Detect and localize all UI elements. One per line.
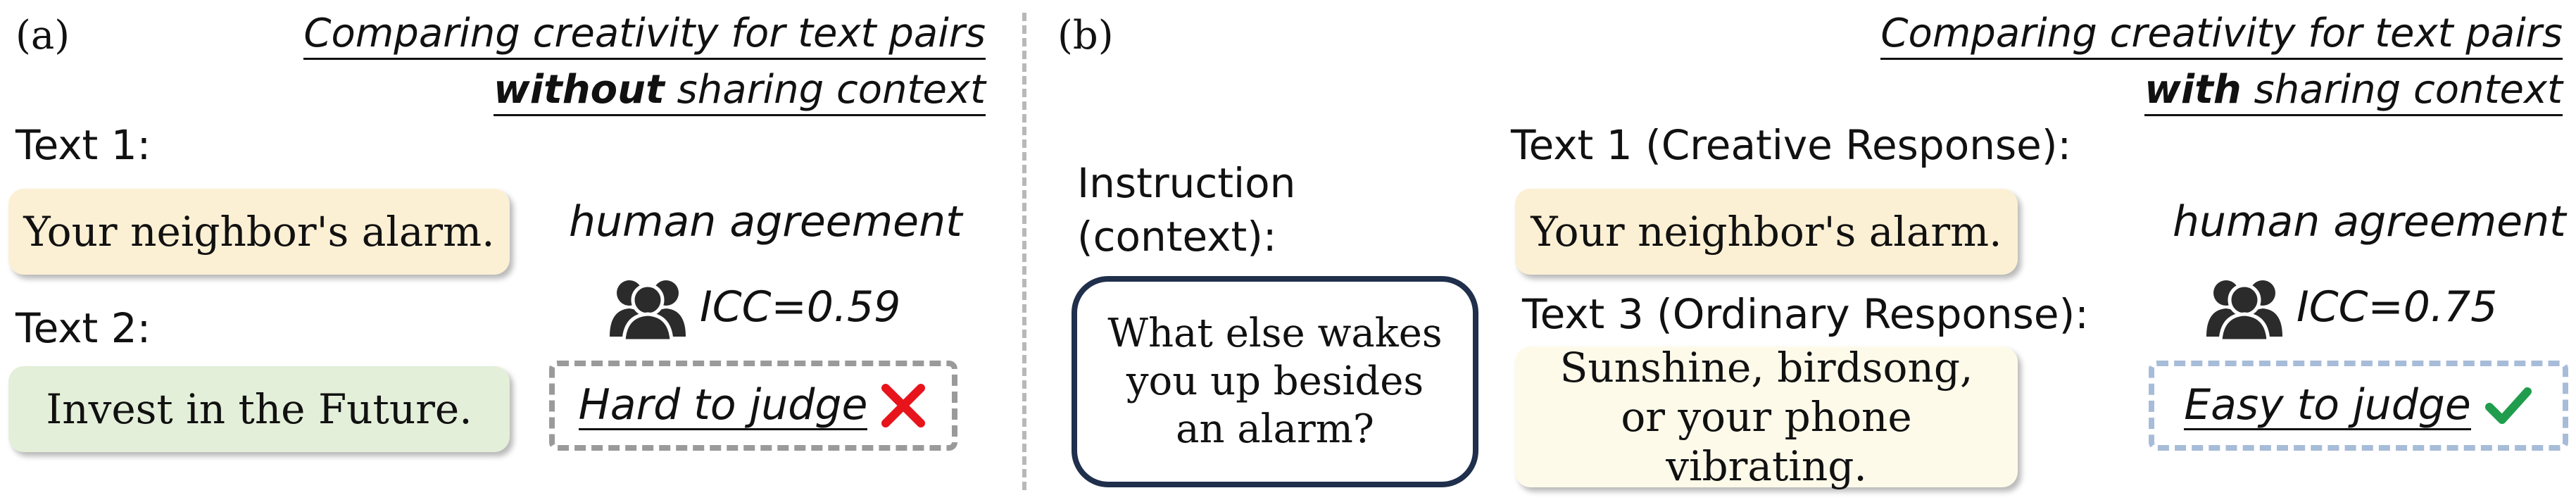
panel-b-text3: Sunshine, birdsong, or your phone vibrat… bbox=[1559, 344, 1973, 490]
people-group-icon bbox=[610, 280, 686, 342]
panel-a-letter: (a) bbox=[15, 13, 70, 58]
panel-b-judge: Easy to judge bbox=[2184, 380, 2471, 430]
panel-a-text2: Invest in the Future. bbox=[46, 385, 472, 433]
panel-a-icc: ICC=0.59 bbox=[700, 282, 901, 332]
panel-b-instruction-label: Instruction (context): bbox=[1077, 156, 1295, 263]
panel-b-text1: Your neighbor's alarm. bbox=[1531, 208, 2002, 256]
panel-a-text2-label: Text 2: bbox=[15, 304, 151, 352]
panel-b-instruction-box: What else wakes you up besides an alarm? bbox=[1072, 276, 1478, 487]
panel-b-instruction-label-2: (context): bbox=[1077, 213, 1277, 261]
panel-b-instruction: What else wakes you up besides an alarm? bbox=[1107, 311, 1443, 452]
panel-a-heading-rest: sharing context bbox=[664, 67, 986, 113]
panel-a-heading-bold: without bbox=[494, 67, 665, 113]
panel-a-judge-box: Hard to judge bbox=[549, 361, 957, 451]
panel-b-heading: Comparing creativity for text pairs with… bbox=[1774, 6, 2563, 118]
panel-b-heading-bold: with bbox=[2144, 67, 2242, 113]
panel-b-text1-label: Text 1 (Creative Response): bbox=[1511, 121, 2072, 169]
panel-b-text1-box: Your neighbor's alarm. bbox=[1515, 189, 2018, 275]
panel-b-text3-box: Sunshine, birdsong, or your phone vibrat… bbox=[1515, 344, 2018, 490]
green-check-icon bbox=[2484, 387, 2532, 424]
panel-a-text1: Your neighbor's alarm. bbox=[23, 208, 495, 256]
panel-b-heading-rest: sharing context bbox=[2241, 67, 2563, 113]
panel-a-text1-label: Text 1: bbox=[15, 121, 151, 169]
panel-b-heading-line1: Comparing creativity for text pairs bbox=[1880, 11, 2563, 60]
panel-a-heading: Comparing creativity for text pairs with… bbox=[197, 6, 986, 118]
panel-b-instruction-label-1: Instruction bbox=[1077, 159, 1296, 207]
panel-b-agreement-label: human agreement bbox=[2173, 197, 2566, 246]
panel-a-icc-row: ICC=0.59 bbox=[605, 272, 900, 342]
panel-b-icc: ICC=0.75 bbox=[2297, 282, 2498, 332]
panel-b-judge-box: Easy to judge bbox=[2149, 361, 2568, 451]
panel-divider bbox=[1022, 13, 1026, 490]
panel-a-heading-line1: Comparing creativity for text pairs bbox=[303, 11, 986, 60]
people-group-icon bbox=[2206, 280, 2282, 342]
panel-b-icc-row: ICC=0.75 bbox=[2202, 272, 2497, 342]
panel-a-agreement-label: human agreement bbox=[569, 197, 962, 246]
panel-a-text1-box: Your neighbor's alarm. bbox=[8, 189, 510, 275]
panel-a-judge: Hard to judge bbox=[578, 380, 868, 430]
panel-b-text3-label: Text 3 (Ordinary Response): bbox=[1522, 290, 2089, 338]
panel-b-letter: (b) bbox=[1057, 13, 1114, 58]
panel-a-text2-box: Invest in the Future. bbox=[8, 366, 510, 452]
red-cross-icon bbox=[881, 384, 926, 427]
